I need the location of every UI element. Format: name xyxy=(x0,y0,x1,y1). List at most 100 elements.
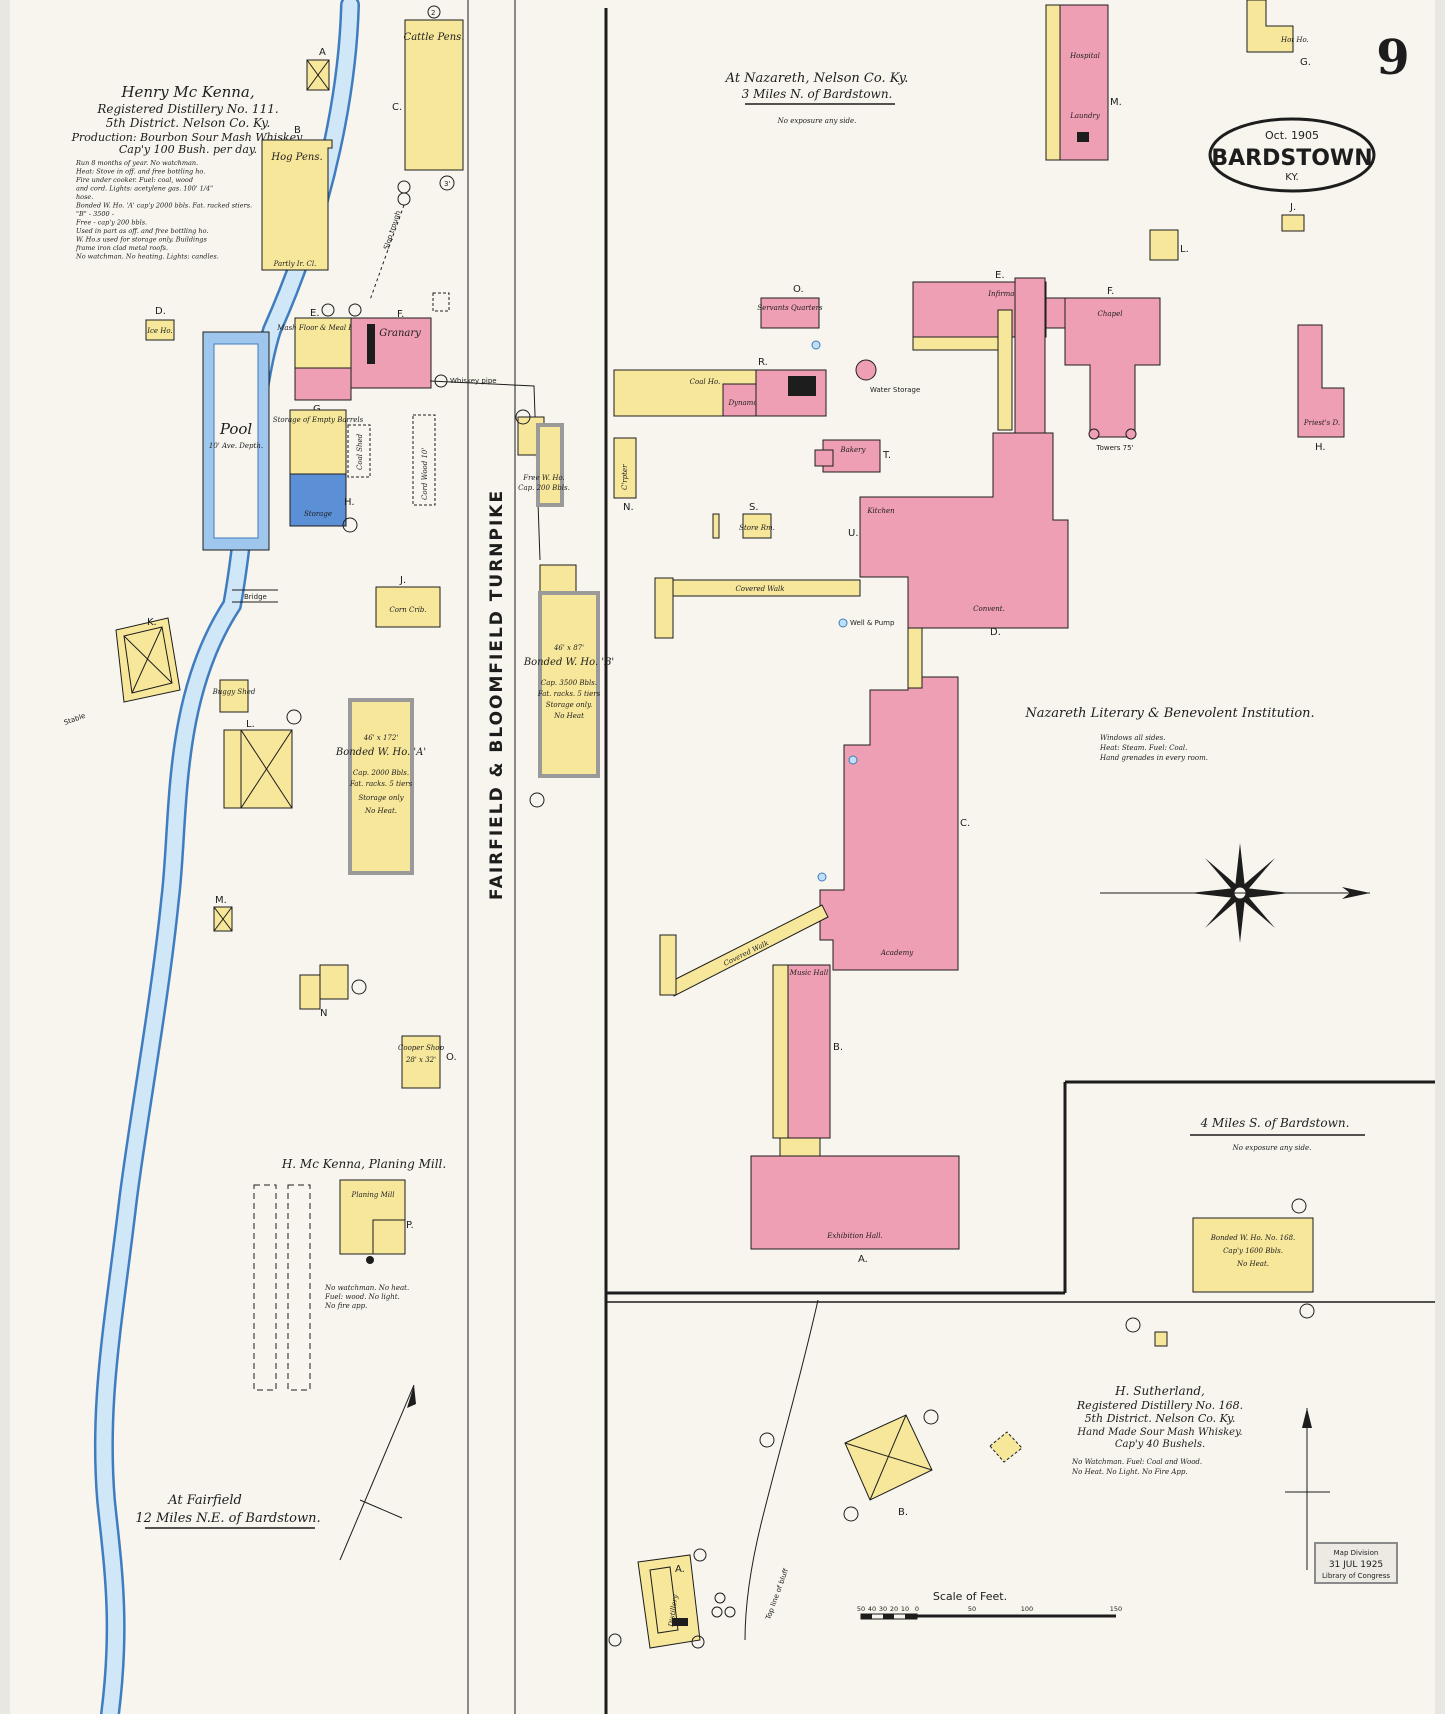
svg-text:Coal Ho.: Coal Ho. xyxy=(690,378,721,386)
map-sheet: Bridge FAIRFIELD & BLOOMFIELD TURNPIKE 9… xyxy=(10,0,1435,1714)
north-arrow-left xyxy=(339,1384,416,1561)
mckenna-line4: Cap'y 100 Bush. per day. xyxy=(119,143,257,156)
svg-text:No Heat.: No Heat. xyxy=(364,807,397,815)
svg-text:3': 3' xyxy=(444,180,450,188)
svg-text:Cord Wood 10': Cord Wood 10' xyxy=(421,448,429,500)
svg-text:D.: D. xyxy=(990,627,1001,638)
academy: Academy C. Well & Pump xyxy=(817,618,970,971)
silos: Slop trough xyxy=(369,180,411,301)
sutherland-shed xyxy=(989,1431,1023,1463)
bonded-warehouse-b: 46' x 87' Bonded W. Ho. 'B' Cap. 3500 Bb… xyxy=(523,564,614,808)
mckenna-note-line: No watchman. No heating. Lights: candles… xyxy=(75,253,219,261)
svg-text:Laundry: Laundry xyxy=(1069,112,1101,120)
svg-text:K.: K. xyxy=(147,617,157,628)
turnpike-label: FAIRFIELD & BLOOMFIELD TURNPIKE xyxy=(487,489,507,900)
svg-text:Infirmary: Infirmary xyxy=(987,290,1022,298)
svg-text:N.: N. xyxy=(623,502,634,513)
bonded-warehouse-a: 46' x 172' Bonded W. Ho. 'A' Cap. 2000 B… xyxy=(335,698,426,875)
svg-text:M.: M. xyxy=(215,895,227,906)
svg-text:Fat. racks. 5 tiers: Fat. racks. 5 tiers xyxy=(349,780,413,788)
cooper-shop: Cooper Shop 28' x 32' O. xyxy=(398,1035,457,1089)
svg-text:Map Division: Map Division xyxy=(1334,1549,1379,1557)
svg-text:At Nazareth, Nelson Co. Ky.: At Nazareth, Nelson Co. Ky. xyxy=(725,71,909,86)
svg-text:B: B xyxy=(294,125,301,136)
svg-text:Nazareth Literary & Benevolent: Nazareth Literary & Benevolent Instituti… xyxy=(1024,706,1314,721)
svg-text:Buggy Shed: Buggy Shed xyxy=(212,688,256,696)
svg-text:L.: L. xyxy=(246,719,255,730)
svg-text:4 Miles S. of Bardstown.: 4 Miles S. of Bardstown. xyxy=(1200,1116,1350,1130)
library-stamp: Map Division 31 JUL 1925 Library of Cong… xyxy=(1314,1542,1398,1584)
svg-text:A.: A. xyxy=(675,1564,685,1575)
svg-text:Corn Crib.: Corn Crib. xyxy=(389,606,426,614)
svg-text:B.: B. xyxy=(898,1507,908,1518)
svg-text:No exposure any side.: No exposure any side. xyxy=(1232,1144,1312,1152)
svg-text:No Heat.: No Heat. xyxy=(1236,1260,1269,1268)
svg-text:O.: O. xyxy=(446,1052,457,1063)
priests-house: Priest's D. H. xyxy=(1297,324,1345,453)
svg-text:No Watchman. Fuel: Coal and Wo: No Watchman. Fuel: Coal and Wood. xyxy=(1071,1458,1202,1466)
svg-text:Hog Pens.: Hog Pens. xyxy=(270,152,322,163)
creek-fill xyxy=(96,0,358,1714)
building-l-naz: L. xyxy=(1149,229,1189,261)
svg-text:F.: F. xyxy=(1107,286,1114,297)
mckenna-note-line: hose. xyxy=(76,193,93,201)
svg-text:Cap. 200 Bbls.: Cap. 200 Bbls. xyxy=(518,484,570,492)
scale-tick-label: 40 xyxy=(868,1605,876,1613)
building-l: L. xyxy=(223,709,302,809)
svg-text:Exhibition Hall.: Exhibition Hall. xyxy=(826,1232,883,1240)
svg-text:Bakery: Bakery xyxy=(839,446,866,454)
svg-text:Granary: Granary xyxy=(379,328,421,339)
svg-text:C'rpter: C'rpter xyxy=(621,464,629,490)
chapel: Chapel F. Towers 75' xyxy=(1045,286,1161,452)
svg-text:Cattle Pens.: Cattle Pens. xyxy=(404,32,465,43)
mckenna-note-line: frame iron clad metal roofs. xyxy=(75,244,168,252)
svg-text:M.: M. xyxy=(1110,97,1122,108)
svg-text:J.: J. xyxy=(399,575,406,586)
whiskey-pipe: Whiskey pipe xyxy=(429,374,541,561)
svg-text:At Fairfield: At Fairfield xyxy=(167,1493,242,1508)
svg-text:T.: T. xyxy=(882,450,891,461)
mckenna-note-line: Run 8 months of year. No watchman. xyxy=(75,159,198,167)
scale-tick-label: 30 xyxy=(879,1605,887,1613)
servants-quarters: Servants Quarters O. xyxy=(757,284,823,329)
svg-text:H. Mc Kenna, Planing Mill.: H. Mc Kenna, Planing Mill. xyxy=(281,1157,446,1171)
svg-text:Storage only: Storage only xyxy=(358,794,404,802)
svg-text:F.: F. xyxy=(397,309,404,320)
north-arrow-right xyxy=(1285,1408,1330,1570)
planing-mill: H. Mc Kenna, Planing Mill. Planing Mill … xyxy=(281,1157,446,1310)
svg-text:H. Sutherland,: H. Sutherland, xyxy=(1114,1384,1205,1398)
svg-text:C.: C. xyxy=(960,818,970,829)
svg-text:Bridge: Bridge xyxy=(244,593,267,601)
hot-house: Hot Ho. G. xyxy=(1246,0,1311,68)
coal-shed: Coal Shed xyxy=(347,424,371,478)
scale-tick-label: 0 xyxy=(915,1605,919,1613)
svg-text:Top line of bluff: Top line of bluff xyxy=(764,1567,790,1621)
mckenna-note-line: Bonded W. Ho. 'A' cap'y 2000 bbls. Fat. … xyxy=(75,202,252,210)
svg-text:No Heat. No Light. No Fire App: No Heat. No Light. No Fire App. xyxy=(1071,1468,1188,1476)
svg-text:Registered Distillery No. 168.: Registered Distillery No. 168. xyxy=(1076,1399,1243,1412)
svg-text:Music Hall: Music Hall xyxy=(789,969,828,977)
svg-text:Dynamo: Dynamo xyxy=(727,399,757,407)
svg-text:Fuel: wood. No light.: Fuel: wood. No light. xyxy=(324,1293,400,1301)
svg-text:B.: B. xyxy=(833,1042,843,1053)
boiler-house: R. xyxy=(755,357,827,417)
svg-text:Stable: Stable xyxy=(63,712,87,727)
scale-tick-label: 50 xyxy=(968,1605,976,1613)
svg-text:46' x 87': 46' x 87' xyxy=(553,644,584,652)
svg-text:5th District. Nelson Co. Ky.: 5th District. Nelson Co. Ky. xyxy=(1085,1412,1236,1425)
svg-text:Heat: Steam. Fuel: Coal.: Heat: Steam. Fuel: Coal. xyxy=(1099,744,1187,752)
mckenna-distillery: Mash Floor & Meal Room Granary E. F. G. xyxy=(276,292,450,415)
svg-text:Hand grenades in every room.: Hand grenades in every room. xyxy=(1099,754,1208,762)
building-a: A xyxy=(306,47,330,91)
sutherland-bonded: Bonded W. Ho. No. 168. Cap'y 1600 Bbls. … xyxy=(1192,1198,1315,1319)
corn-crib: Corn Crib. J. xyxy=(375,575,441,628)
svg-text:Convent.: Convent. xyxy=(973,605,1005,613)
svg-text:Storage of Empty Barrels: Storage of Empty Barrels xyxy=(273,416,364,424)
svg-text:U.: U. xyxy=(848,528,859,539)
svg-text:Cooper Shop: Cooper Shop xyxy=(398,1044,444,1052)
sutherland-building-b: B. xyxy=(843,1409,939,1522)
mckenna-note-line: "B" - 3500 - xyxy=(76,210,114,218)
state-name: KY. xyxy=(1285,172,1298,183)
mckenna-title-block: Henry Mc Kenna, Registered Distillery No… xyxy=(71,83,305,156)
